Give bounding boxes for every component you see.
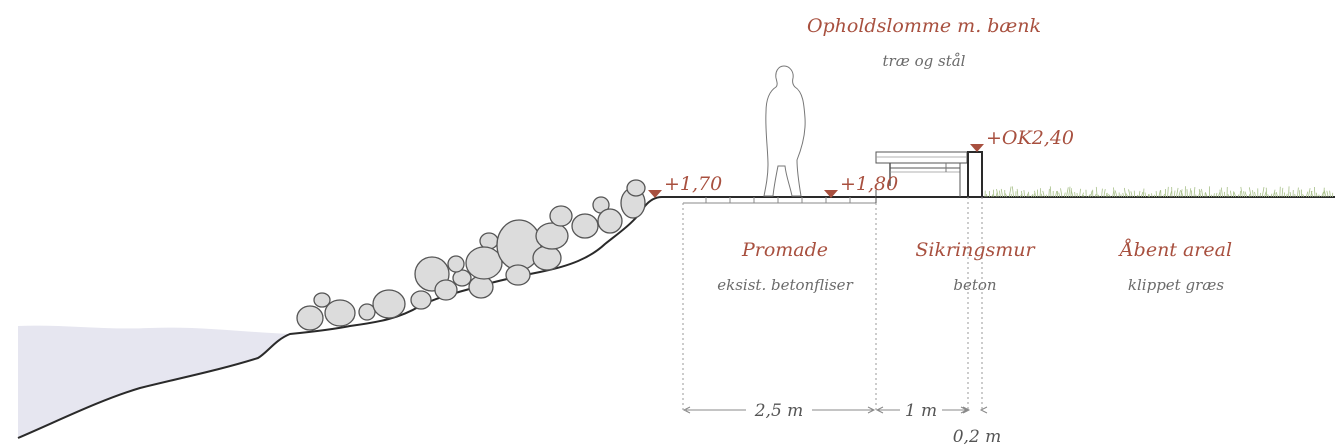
reference-lines	[682, 197, 983, 412]
elevation-marker-wall-icon	[970, 144, 984, 152]
elevation-marker-left-icon	[648, 190, 662, 198]
water-area	[18, 325, 290, 438]
person-silhouette	[763, 65, 806, 197]
elevation-wall-top: +OK2,40	[986, 127, 1074, 149]
riprap-stones	[296, 179, 646, 331]
dimension-promenade: 2,5 m	[754, 401, 804, 421]
dimension-lines	[682, 406, 988, 414]
retaining-wall	[967, 151, 983, 198]
bench-pocket	[875, 151, 968, 198]
bench-material: træ og stål	[883, 52, 966, 70]
promenade-material: eksist. betonfliser	[717, 276, 853, 294]
elevation-marker-right-icon	[824, 190, 838, 198]
wall-material: beton	[953, 276, 996, 294]
open-area-material: klippet græs	[1128, 276, 1224, 294]
dimension-wall: 0,2 m	[953, 427, 1002, 446]
dimension-bench: 1 m	[905, 401, 937, 421]
promenade-paving	[683, 190, 877, 204]
grass-texture	[984, 186, 1334, 198]
embankment-ground-line	[17, 196, 683, 439]
promenade-title: Promade	[741, 239, 828, 261]
open-area-title: Åbent areal	[1118, 239, 1232, 261]
elevation-right: +1,80	[840, 173, 898, 195]
elevation-left: +1,70	[664, 173, 722, 195]
wall-title: Sikringsmur	[915, 239, 1036, 261]
bench-title: Opholdslomme m. bænk	[807, 15, 1041, 37]
